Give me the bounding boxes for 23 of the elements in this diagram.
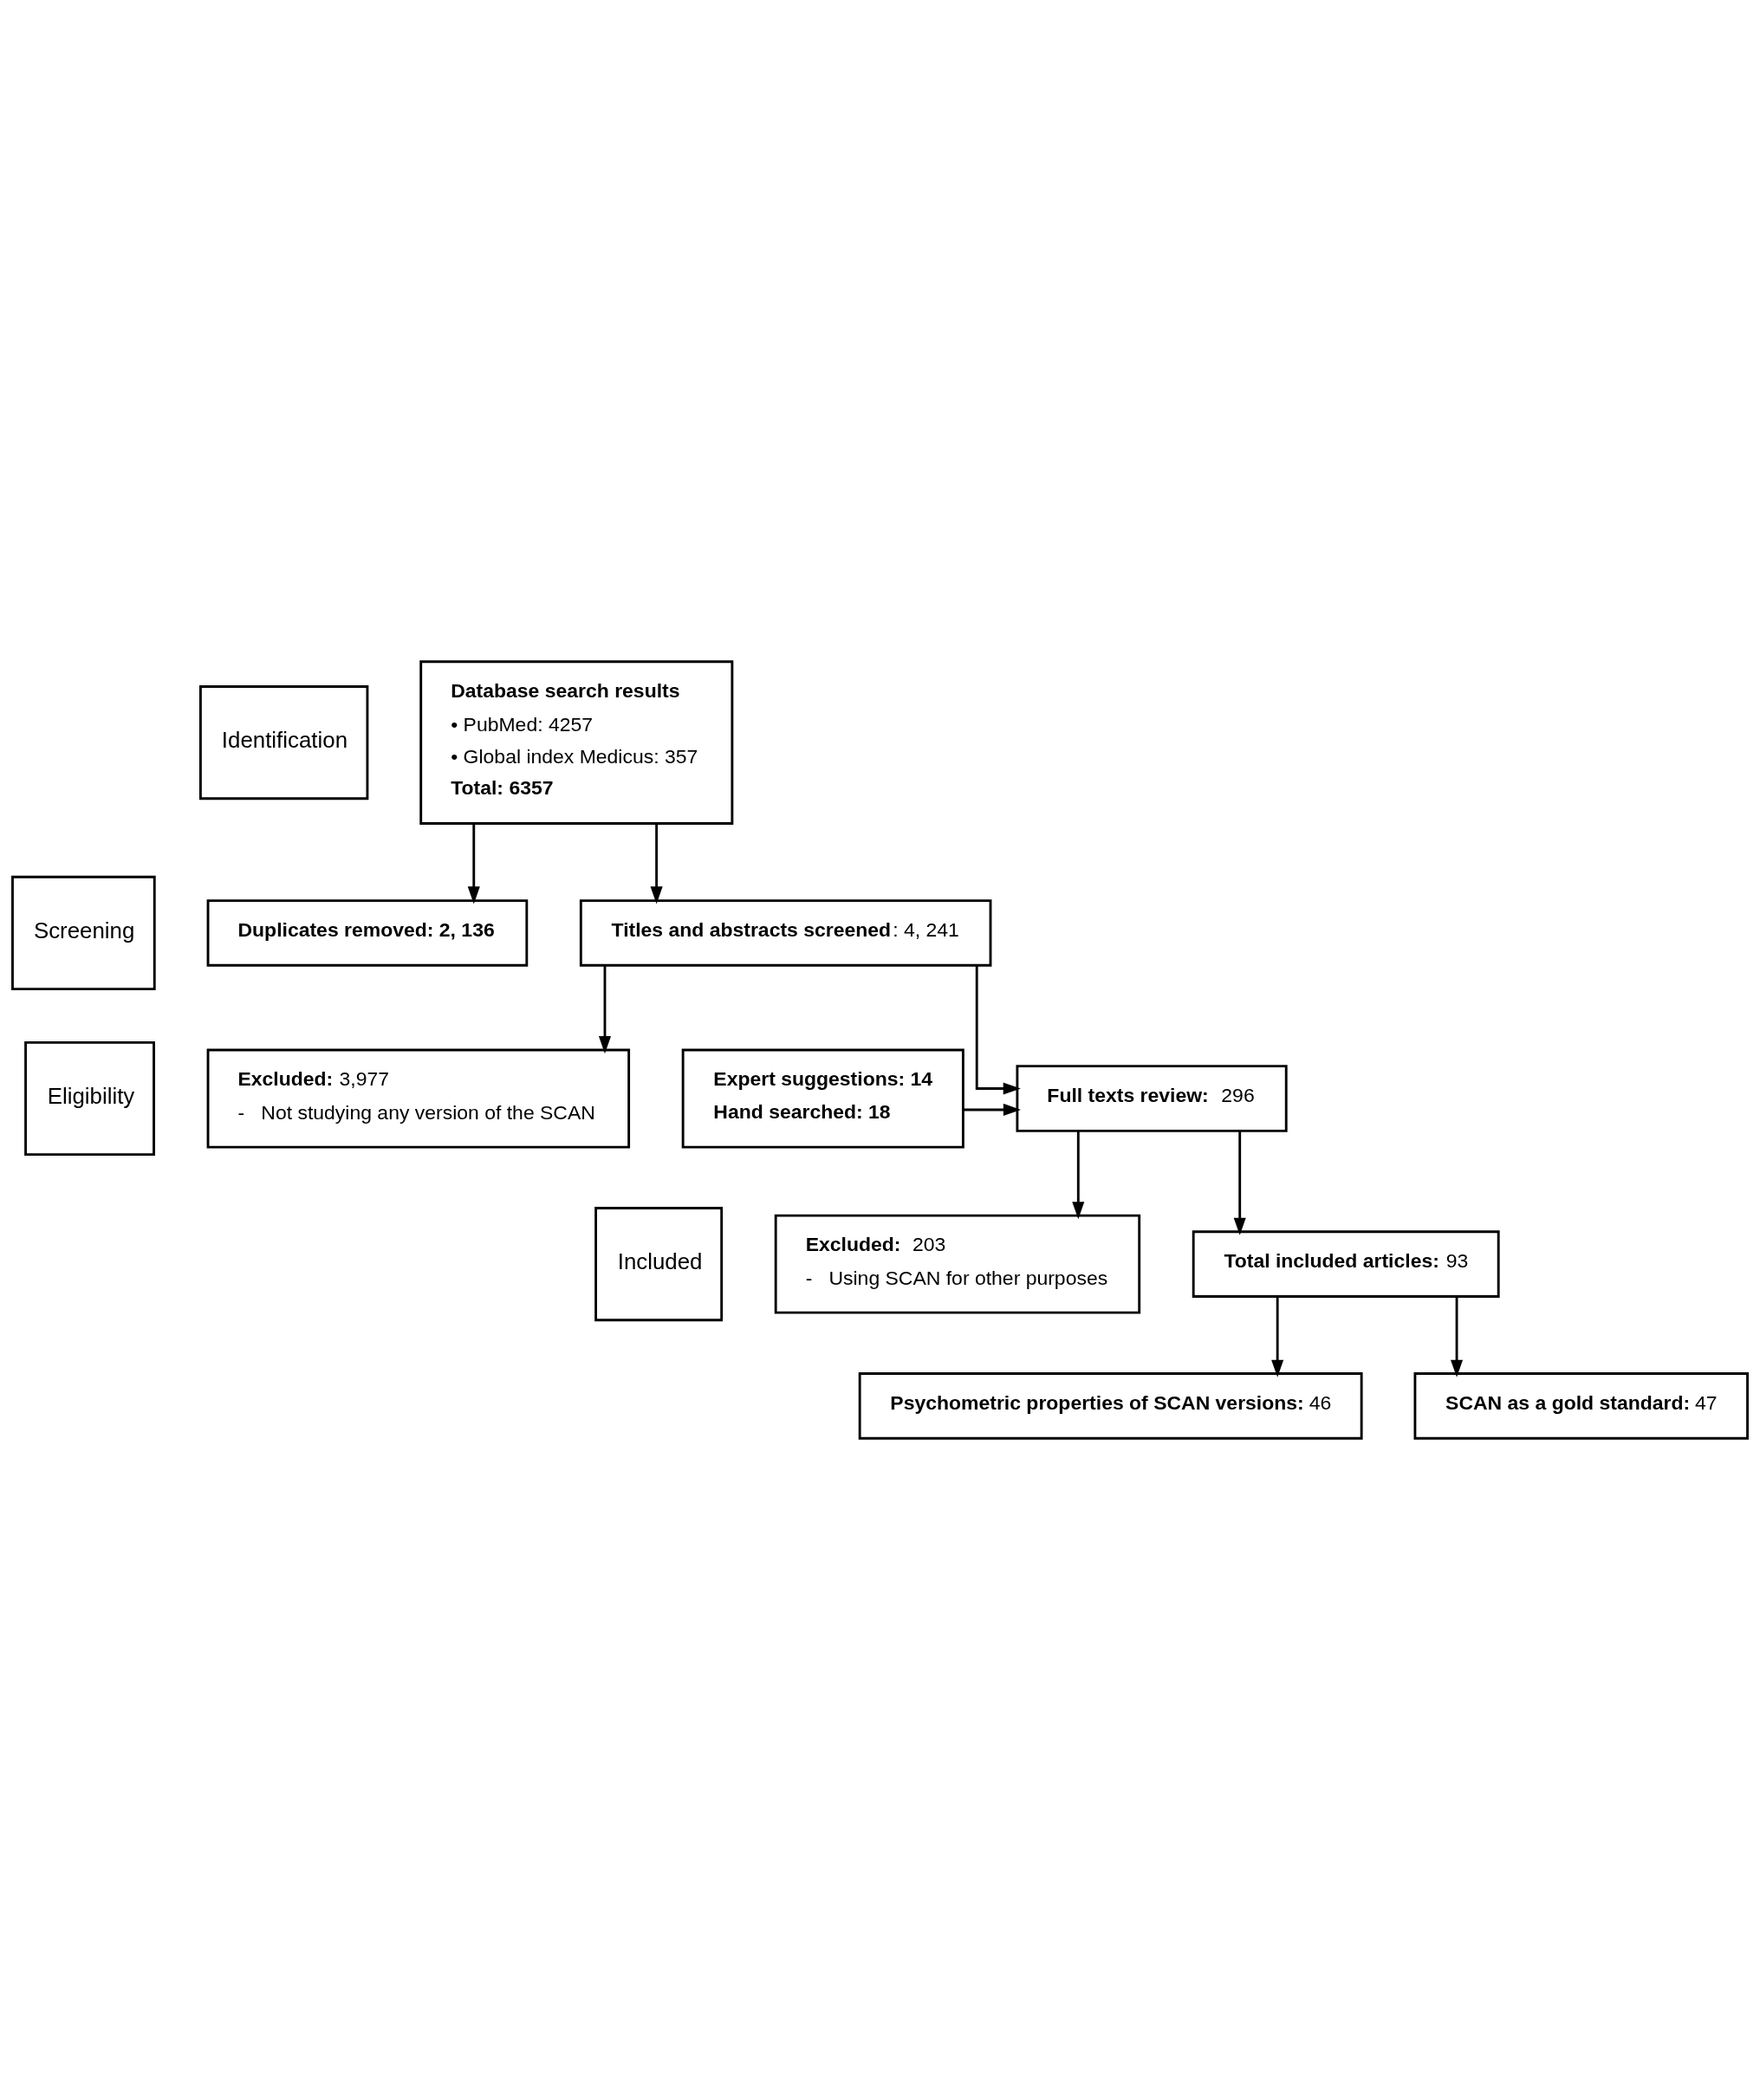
node-box: Eligibility xyxy=(24,1040,155,1157)
node-box: Included xyxy=(594,1207,724,1322)
arrow xyxy=(1271,1296,1284,1377)
arrow xyxy=(650,824,663,904)
node-box: Total included articles: 93 xyxy=(1192,1230,1500,1298)
arrow xyxy=(1451,1296,1464,1377)
node-box: SCAN as a gold standard: 47 xyxy=(1413,1372,1749,1440)
node-box: Identification xyxy=(199,685,369,800)
arrow xyxy=(1072,1131,1085,1220)
node-box: Database search results • PubMed: 4257 • Global index Medicus: 357 Total: 6357 xyxy=(419,660,734,825)
node-box: Excluded: 3,977 - Not studying any version of the SCAN xyxy=(206,1048,631,1149)
arrow xyxy=(598,965,612,1054)
node-box: Screening xyxy=(11,875,156,991)
node-box: Expert suggestions: 14 Hand searched: 18 xyxy=(681,1048,964,1149)
node-box: Excluded: 203 - Using SCAN for other purposes xyxy=(774,1214,1141,1314)
node-box: Psychometric properties of SCAN versions: 46 xyxy=(858,1372,1363,1440)
node-box: Titles and abstracts screened: 4, 241 xyxy=(579,899,992,967)
arrow xyxy=(1233,1131,1246,1235)
node-box: Full texts review: 296 xyxy=(1016,1065,1288,1132)
arrow xyxy=(963,1103,1021,1116)
arrow xyxy=(975,965,1021,1095)
arrow xyxy=(467,824,480,904)
node-box: Duplicates removed: 2, 136 xyxy=(206,899,529,967)
